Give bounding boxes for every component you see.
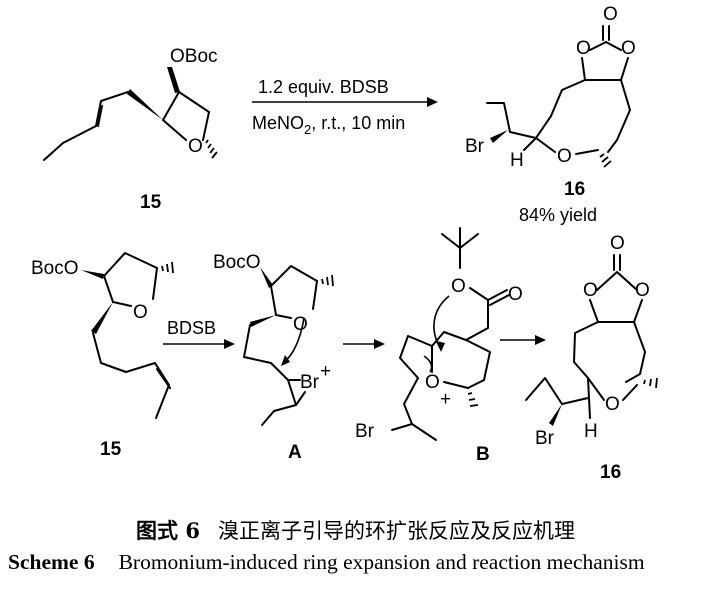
svg-text:15: 15: [100, 439, 122, 460]
compound-16-top: O O O O H Br 16 84% yield: [465, 4, 636, 225]
svg-text:H: H: [510, 150, 524, 171]
svg-text:O: O: [451, 276, 466, 297]
svg-text:16: 16: [600, 462, 621, 483]
ring-oxygen: O: [557, 146, 572, 167]
svg-text:O: O: [605, 394, 620, 415]
caption-english: Scheme 6 Bromonium-induced ring expansion…: [8, 548, 708, 577]
svg-text:O: O: [133, 302, 148, 323]
svg-text:Br: Br: [535, 428, 555, 449]
svg-text:BDSB: BDSB: [167, 318, 216, 338]
caption-chinese: 图式 6 溴正离子引导的环扩张反应及反应机理: [0, 515, 711, 545]
svg-text:O: O: [621, 38, 636, 59]
yield-text: 84% yield: [519, 205, 597, 225]
arrow-bdsb: BDSB: [163, 318, 235, 349]
svg-text:BocO: BocO: [31, 258, 79, 279]
svg-text:BocO: BocO: [213, 252, 261, 273]
reaction-scheme: OBoc O 15 1.2 equiv. BDSB MeNO2, r.t., 1…: [31, 4, 658, 483]
oboc-label: OBoc: [170, 46, 218, 67]
svg-text:O: O: [583, 280, 598, 301]
svg-text:MeNO2, r.t., 10 min: MeNO2, r.t., 10 min: [252, 113, 405, 137]
compound-16-bottom: O O O O H Br 16: [525, 233, 658, 483]
svg-text:A: A: [288, 442, 302, 463]
svg-text:+: +: [440, 389, 451, 410]
compound-15-top: OBoc O 15: [43, 46, 218, 213]
reaction-arrow-top: 1.2 equiv. BDSB MeNO2, r.t., 10 min: [252, 77, 438, 137]
caption-en-text: Bromonium-induced ring expansion and rea…: [118, 550, 645, 574]
ring-oxygen: O: [188, 136, 203, 157]
svg-text:+: +: [320, 361, 331, 382]
svg-text:Br: Br: [300, 372, 320, 393]
carbonyl-oxygen: O: [603, 4, 618, 25]
caption-cn-text: 溴正离子引导的环扩张反应及反应机理: [217, 519, 575, 543]
svg-text:O: O: [425, 372, 440, 393]
svg-text:O: O: [635, 280, 650, 301]
compound-number: 16: [564, 179, 585, 200]
intermediate-a: BocO O Br + A: [213, 252, 334, 463]
svg-text:Br: Br: [355, 421, 375, 442]
svg-text:O: O: [508, 284, 523, 305]
svg-text:1.2 equiv. BDSB: 1.2 equiv. BDSB: [258, 77, 389, 97]
svg-text:O: O: [576, 38, 591, 59]
hashed-methyl: [205, 139, 218, 159]
arrow-a-to-b: [343, 339, 385, 349]
compound-number: 15: [140, 192, 162, 213]
caption-cn-label: 图式 6: [136, 518, 200, 543]
caption-en-label: Scheme 6: [8, 550, 95, 574]
svg-text:Br: Br: [465, 136, 485, 157]
wedge-bond: [167, 67, 180, 93]
compound-15-bottom: BocO O 15: [31, 252, 174, 460]
intermediate-b: O O O + Br B: [355, 227, 523, 465]
arrow-b-to-16: [500, 335, 546, 345]
svg-text:H: H: [584, 421, 598, 442]
svg-text:B: B: [476, 444, 490, 465]
svg-text:O: O: [610, 233, 625, 254]
